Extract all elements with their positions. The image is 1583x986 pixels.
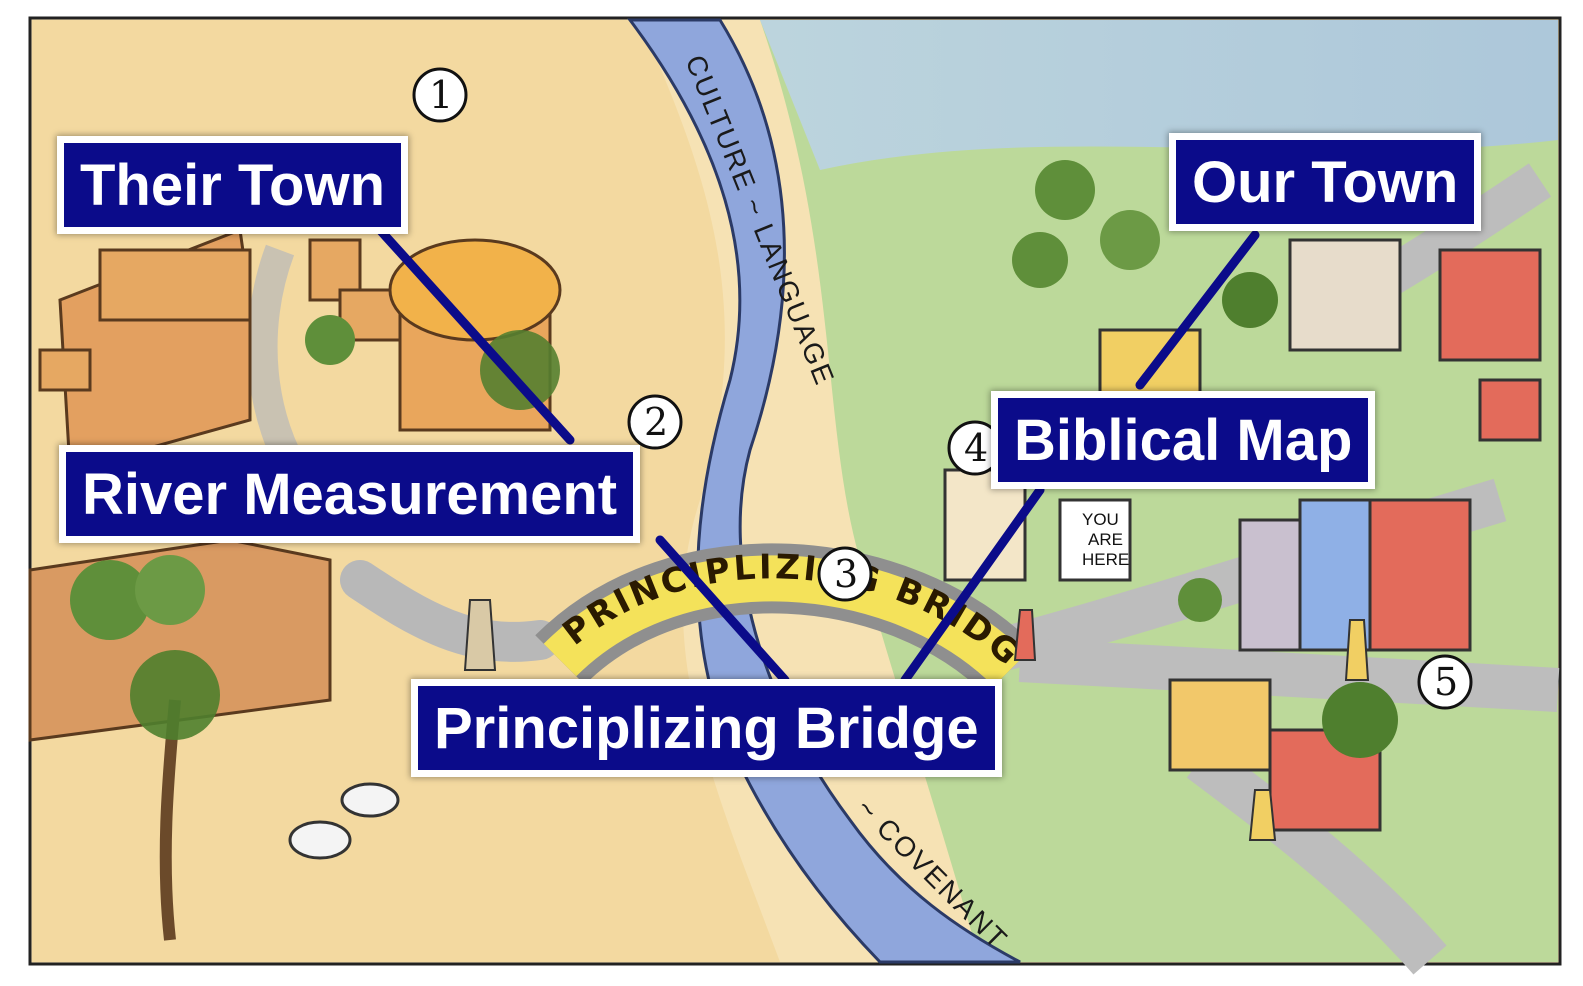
- sign-are: ARE: [1088, 530, 1123, 549]
- label-principlizing-bridge: Principlizing Bridge: [418, 686, 995, 770]
- step-marker-1: 1: [412, 67, 468, 123]
- connector-biblical-map: [900, 485, 1045, 685]
- svg-text:2: 2: [644, 400, 668, 444]
- step-marker-5: 5: [1417, 654, 1473, 710]
- label-river-measurement: River Measurement: [66, 452, 634, 536]
- step-marker-2: 2: [627, 394, 683, 450]
- step-marker-3: 3: [817, 546, 873, 602]
- label-our-town: Our Town: [1176, 140, 1475, 224]
- their-town-buildings: [28, 227, 562, 941]
- connector-their-town: [375, 225, 575, 445]
- step-marker-4: 4: [947, 420, 1003, 476]
- label-biblical-map: Biblical Map: [998, 398, 1369, 482]
- svg-text:1: 1: [429, 73, 453, 117]
- sign-here: HERE: [1082, 550, 1129, 569]
- svg-text:5: 5: [1434, 660, 1458, 704]
- connector-river-measurement: [655, 535, 790, 685]
- svg-text:3: 3: [834, 552, 858, 596]
- sign-you: YOU: [1082, 510, 1119, 529]
- svg-text:4: 4: [964, 426, 988, 470]
- connector-our-town: [1135, 230, 1260, 390]
- label-their-town: Their Town: [64, 143, 402, 227]
- connector-lines: [375, 225, 1260, 685]
